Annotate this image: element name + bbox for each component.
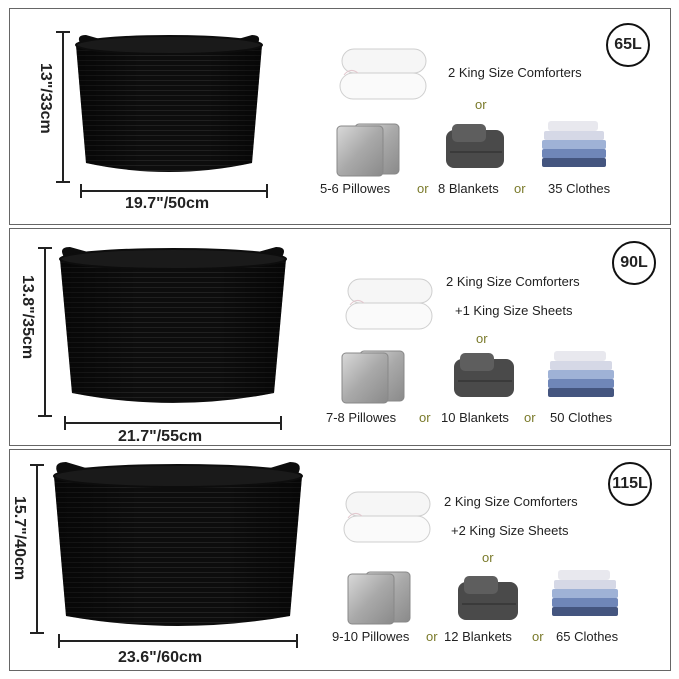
sheets-text: +1 King Size Sheets: [455, 303, 573, 318]
blankets-text: 10 Blankets: [441, 410, 509, 425]
pillows-text: 5-6 Pillowes: [320, 181, 391, 196]
blanket-icon: [458, 576, 518, 620]
capacity-badge: 115L: [608, 462, 652, 506]
capacity-badge: 90L: [612, 241, 656, 285]
clothes-icon: [542, 121, 606, 167]
capacity-badge: 65L: [606, 23, 650, 67]
clothes-text: 50 Clothes: [550, 410, 613, 425]
clothes-text: 35 Clothes: [548, 181, 611, 196]
comforter-icon: [339, 48, 427, 100]
or-text: or: [482, 550, 494, 565]
height-dimension: [30, 464, 44, 634]
comforters-text: 2 King Size Comforters: [446, 274, 580, 289]
width-label: 23.6"/60cm: [118, 649, 203, 666]
basket-icon: [53, 462, 303, 626]
clothes-icon: [552, 570, 618, 616]
or-text: or: [475, 97, 487, 112]
clothes-text: 65 Clothes: [556, 629, 619, 644]
sheets-text: +2 King Size Sheets: [451, 523, 569, 538]
height-dimension: [38, 247, 52, 417]
blankets-text: 12 Blankets: [444, 629, 512, 644]
pillows-icon: [347, 571, 411, 625]
height-label: 15.7"/40cm: [11, 496, 28, 581]
width-label: 19.7"/50cm: [125, 195, 210, 212]
basket-icon: [75, 35, 263, 172]
width-dimension: [80, 184, 268, 198]
height-label: 13.8"/35cm: [19, 275, 36, 360]
comforters-text: 2 King Size Comforters: [448, 65, 582, 80]
panel-65l: 13"/33cm 19.7"/50cm 2 King Size Comforte…: [9, 8, 671, 225]
pillows-text: 9-10 Pillowes: [332, 629, 410, 644]
blanket-icon: [454, 353, 514, 397]
or-text: or: [419, 410, 431, 425]
or-text: or: [532, 629, 544, 644]
blanket-icon: [446, 124, 504, 168]
comforter-icon: [343, 491, 431, 543]
panel-90l: 13.8"/35cm 21.7"/55cm 2 King Size Comfor…: [9, 228, 671, 446]
basket-icon: [59, 247, 287, 403]
height-dimension: [56, 31, 70, 183]
or-text: or: [524, 410, 536, 425]
clothes-icon: [548, 351, 614, 397]
width-dimension: [58, 634, 298, 648]
panel-115l: 15.7"/40cm 23.6"/60cm 2 King Size Comfor…: [9, 449, 671, 671]
width-dimension: [64, 416, 282, 430]
blankets-text: 8 Blankets: [438, 181, 499, 196]
width-label: 21.7"/55cm: [118, 428, 203, 445]
pillows-text: 7-8 Pillowes: [326, 410, 397, 425]
pillows-icon: [336, 123, 400, 177]
or-text: or: [514, 181, 526, 196]
comforters-text: 2 King Size Comforters: [444, 494, 578, 509]
or-text: or: [417, 181, 429, 196]
comforter-icon: [345, 278, 433, 330]
or-text: or: [426, 629, 438, 644]
or-text: or: [476, 331, 488, 346]
pillows-icon: [341, 350, 405, 404]
height-label: 13"/33cm: [37, 63, 54, 134]
